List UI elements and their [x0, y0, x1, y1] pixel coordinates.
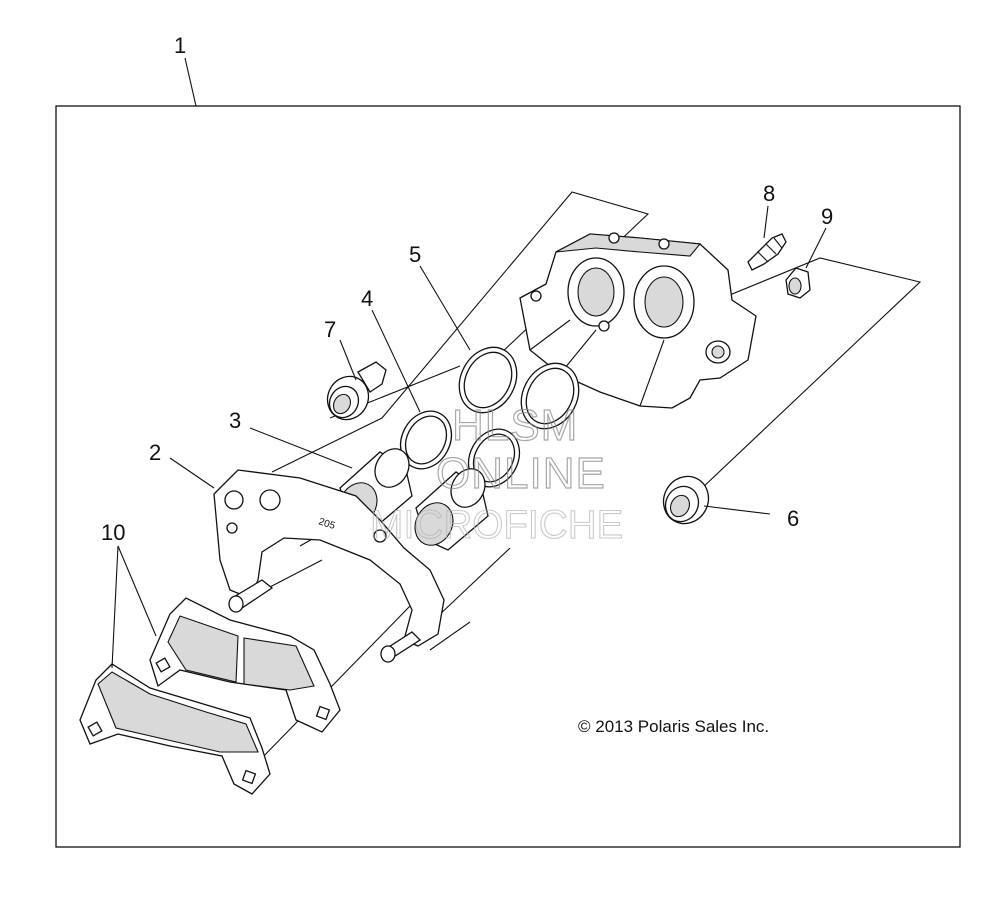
watermark-line1: HLSM [452, 401, 578, 450]
leader-5 [419, 265, 471, 351]
callout-9: 9 [821, 204, 833, 229]
leader-4 [371, 309, 421, 413]
leader-3 [249, 427, 353, 469]
leader-1 [184, 57, 197, 107]
leader-9 [805, 227, 827, 269]
callout-4: 4 [361, 286, 373, 311]
caliper-body [519, 232, 757, 409]
leader-10a [117, 545, 157, 637]
brake-pad-outer [79, 663, 271, 795]
bleeder-screw [747, 233, 787, 271]
bushing-6 [662, 475, 710, 525]
seal-rings-large [458, 346, 580, 430]
leader-8 [763, 205, 769, 239]
diagram-frame [55, 105, 961, 848]
watermark: HLSM ONLINE MICROFICHE [369, 400, 623, 547]
leader-10b [111, 545, 119, 669]
leader-6 [703, 505, 771, 515]
callout-8: 8 [763, 181, 775, 206]
callout-10: 10 [101, 520, 125, 545]
copyright-notice: © 2013 Polaris Sales Inc. [578, 717, 769, 736]
callout-5: 5 [409, 242, 421, 267]
watermark-line3: MICROFICHE [370, 503, 623, 547]
callout-6: 6 [787, 506, 799, 531]
callout-1: 1 [174, 33, 186, 58]
seal-rings-small [399, 410, 521, 488]
callout-3: 3 [229, 408, 241, 433]
callout-7: 7 [324, 317, 336, 342]
mounting-bracket: 205 [213, 469, 445, 663]
brake-pad-inner [149, 597, 341, 733]
leader-2 [169, 457, 215, 489]
callout-2: 2 [149, 440, 161, 465]
watermark-line2: ONLINE [436, 449, 606, 498]
leader-7 [339, 339, 357, 381]
bracket-marking: 205 [317, 516, 337, 532]
bleeder-cap [785, 267, 811, 299]
bushing-7 [326, 361, 387, 421]
